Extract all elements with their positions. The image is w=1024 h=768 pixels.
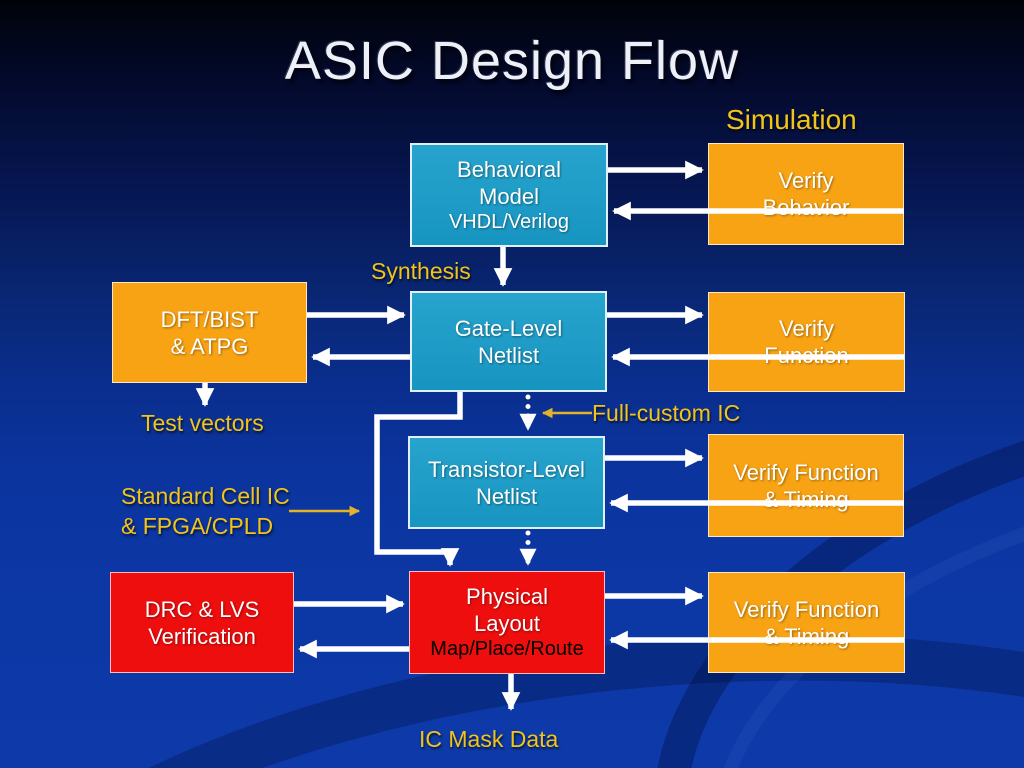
box-line: Function xyxy=(764,343,849,368)
box-line: & ATPG xyxy=(170,333,249,359)
box-physical-layout: Physical Layout Map/Place/Route xyxy=(409,571,605,674)
label-simulation: Simulation xyxy=(726,104,857,135)
box-line: Behavior xyxy=(762,195,850,220)
box-dft-bist-atpg: DFT/BIST & ATPG xyxy=(112,282,307,383)
box-gate-level-netlist: Gate-Level Netlist xyxy=(410,291,607,392)
box-verify-function-timing-lower: Verify Function & Timing xyxy=(708,572,905,673)
box-line: & Timing xyxy=(763,486,849,512)
box-verify-behavior: Verify Behavior xyxy=(708,143,904,245)
box-line: Model xyxy=(479,183,539,209)
box-line: Gate-Level xyxy=(454,315,563,341)
box-line: Verify xyxy=(778,168,834,193)
label-synthesis: Synthesis xyxy=(371,258,471,284)
label-test-vectors: Test vectors xyxy=(141,410,264,436)
box-line: Verify xyxy=(778,316,835,341)
box-line: Physical xyxy=(466,584,548,609)
box-line: Layout xyxy=(473,611,541,636)
box-line: DRC & LVS xyxy=(144,596,260,622)
box-line: Netlist xyxy=(475,483,538,509)
label-full-custom-ic: Full-custom IC xyxy=(592,400,741,426)
box-line: Verify Function xyxy=(733,459,879,485)
box-transistor-level-netlist: Transistor-Level Netlist xyxy=(408,436,605,529)
page-title: ASIC Design Flow xyxy=(284,31,740,91)
box-verify-function-timing-upper: Verify Function & Timing xyxy=(708,434,904,537)
label-standard-cell-line2: & FPGA/CPLD xyxy=(121,513,274,539)
box-line: Verification xyxy=(148,623,256,649)
label-standard-cell-ic: Standard Cell IC & FPGA/CPLD xyxy=(121,481,290,541)
box-verify-function: Verify Function xyxy=(708,292,905,392)
box-line: & Timing xyxy=(763,623,850,649)
box-line: Behavioral xyxy=(457,156,561,182)
box-line: Netlist xyxy=(477,342,540,368)
box-line: DFT/BIST xyxy=(160,306,259,332)
box-line: Transistor-Level xyxy=(428,456,585,482)
box-behavioral-model: Behavioral Model VHDL/Verilog xyxy=(410,143,608,247)
label-standard-cell-line1: Standard Cell IC xyxy=(121,483,290,509)
box-line: VHDL/Verilog xyxy=(448,210,570,233)
box-drc-lvs-verification: DRC & LVS Verification xyxy=(110,572,294,673)
box-line: Verify Function xyxy=(733,596,880,622)
box-line: Map/Place/Route xyxy=(430,638,584,660)
label-ic-mask-data: IC Mask Data xyxy=(419,726,559,752)
